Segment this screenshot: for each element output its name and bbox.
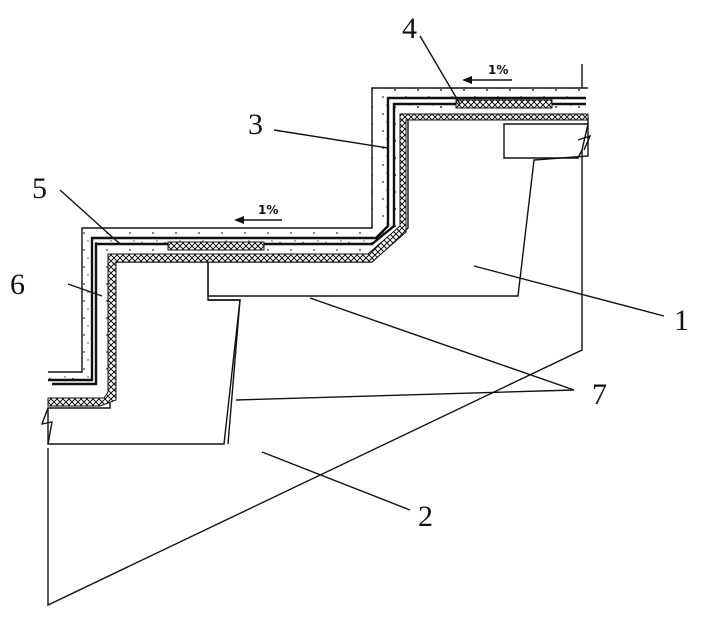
slope-label-lower: 1% (258, 203, 278, 217)
break-marks (40, 64, 583, 445)
soil-base-outline (47, 150, 583, 607)
leader-5 (59, 189, 121, 245)
additional-waterproof-pad (167, 99, 553, 251)
insulation-strip (47, 113, 589, 407)
label-7: 7 (592, 378, 607, 411)
slope-label-upper: 1% (488, 63, 508, 77)
label-5: 5 (32, 172, 47, 205)
label-4: 4 (402, 12, 417, 45)
lower-step-body (47, 261, 241, 445)
leader-4 (419, 35, 461, 105)
leader-6 (67, 283, 103, 297)
label-3: 3 (248, 108, 263, 141)
protective-concrete-layer (48, 87, 588, 384)
label-6: 6 (10, 268, 25, 301)
slope-arrow-upper (462, 76, 512, 84)
upper-landing-slab (503, 123, 592, 159)
label-1: 1 (674, 304, 689, 337)
waterproof-membrane (48, 96, 586, 386)
leader-7b (235, 389, 575, 401)
label-2: 2 (418, 500, 433, 533)
leader-lines (59, 35, 665, 511)
leader-1 (473, 265, 665, 317)
slope-arrow-lower (234, 216, 282, 224)
leader-2 (261, 451, 411, 511)
leader-7a (309, 297, 575, 391)
leader-3 (273, 129, 389, 149)
